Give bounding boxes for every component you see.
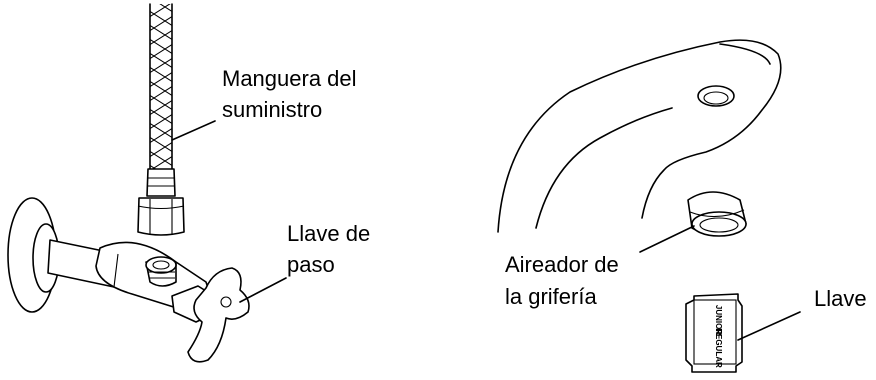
key-text-top: JUNIOR [714,305,723,335]
valve-leader-line [239,277,287,303]
faucet-spout-icon [497,39,782,233]
hose-label-line1: Manguera del [222,66,357,91]
hose-label-line2: suministro [222,97,322,122]
shutoff-valve-icon [7,197,250,363]
supply-hose-icon [137,3,185,236]
aerator-label-line2: la grifería [505,284,597,309]
key-leader-line [737,311,801,341]
aerator-key-icon: JUNIOR REGULAR [685,293,743,373]
aerator-icon [687,191,747,237]
aerator-leader-line [639,225,695,253]
hose-leader-line [171,120,216,141]
valve-label-line1: Llave de [287,221,370,246]
key-label: Llave [814,286,867,311]
valve-label-line2: paso [287,252,335,277]
key-text-bottom: REGULAR [714,328,723,368]
aerator-label-line1: Aireador de [505,252,619,277]
